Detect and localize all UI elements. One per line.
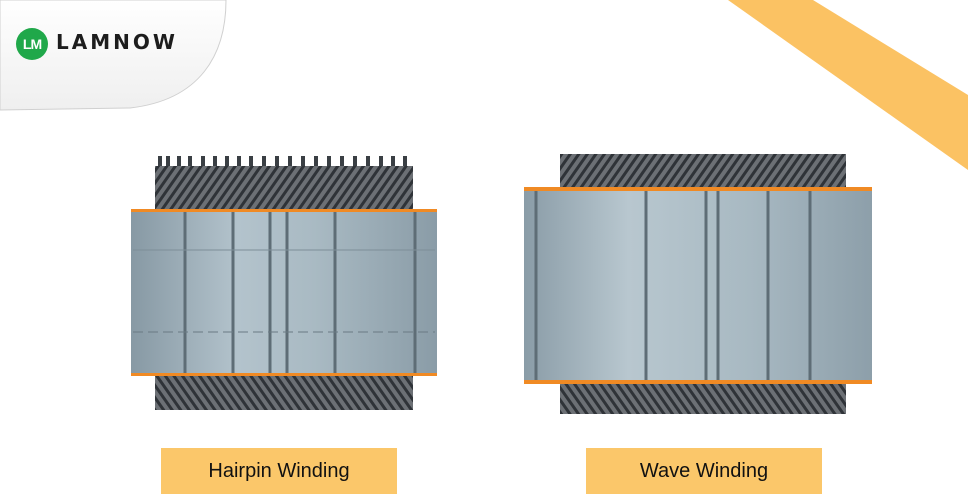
corner-stripe: [728, 0, 968, 170]
wave-winding-caption: Wave Winding: [586, 448, 822, 494]
top-band: [524, 187, 872, 191]
top-end-winding: [560, 154, 846, 190]
stator-core: [524, 188, 872, 382]
core-slots: [183, 212, 417, 373]
hairpin-tips: [158, 156, 407, 168]
stator-core: [131, 210, 437, 375]
logo-panel: LM LAMNOW: [0, 0, 232, 112]
wave-stator-figure: [524, 154, 872, 414]
brand-name: LAMNOW: [56, 30, 178, 54]
logo-badge: LM: [16, 28, 48, 60]
top-band: [131, 209, 437, 212]
hairpin-stator-figure: [131, 156, 437, 410]
bottom-end-winding: [155, 376, 413, 410]
logo-panel-shape: [0, 0, 227, 111]
core-slots: [534, 190, 812, 380]
hairpin-winding-caption: Hairpin Winding: [161, 448, 397, 494]
bottom-band: [524, 380, 872, 384]
bottom-end-winding: [560, 384, 846, 414]
bottom-band: [131, 373, 437, 376]
top-end-winding: [155, 166, 413, 212]
